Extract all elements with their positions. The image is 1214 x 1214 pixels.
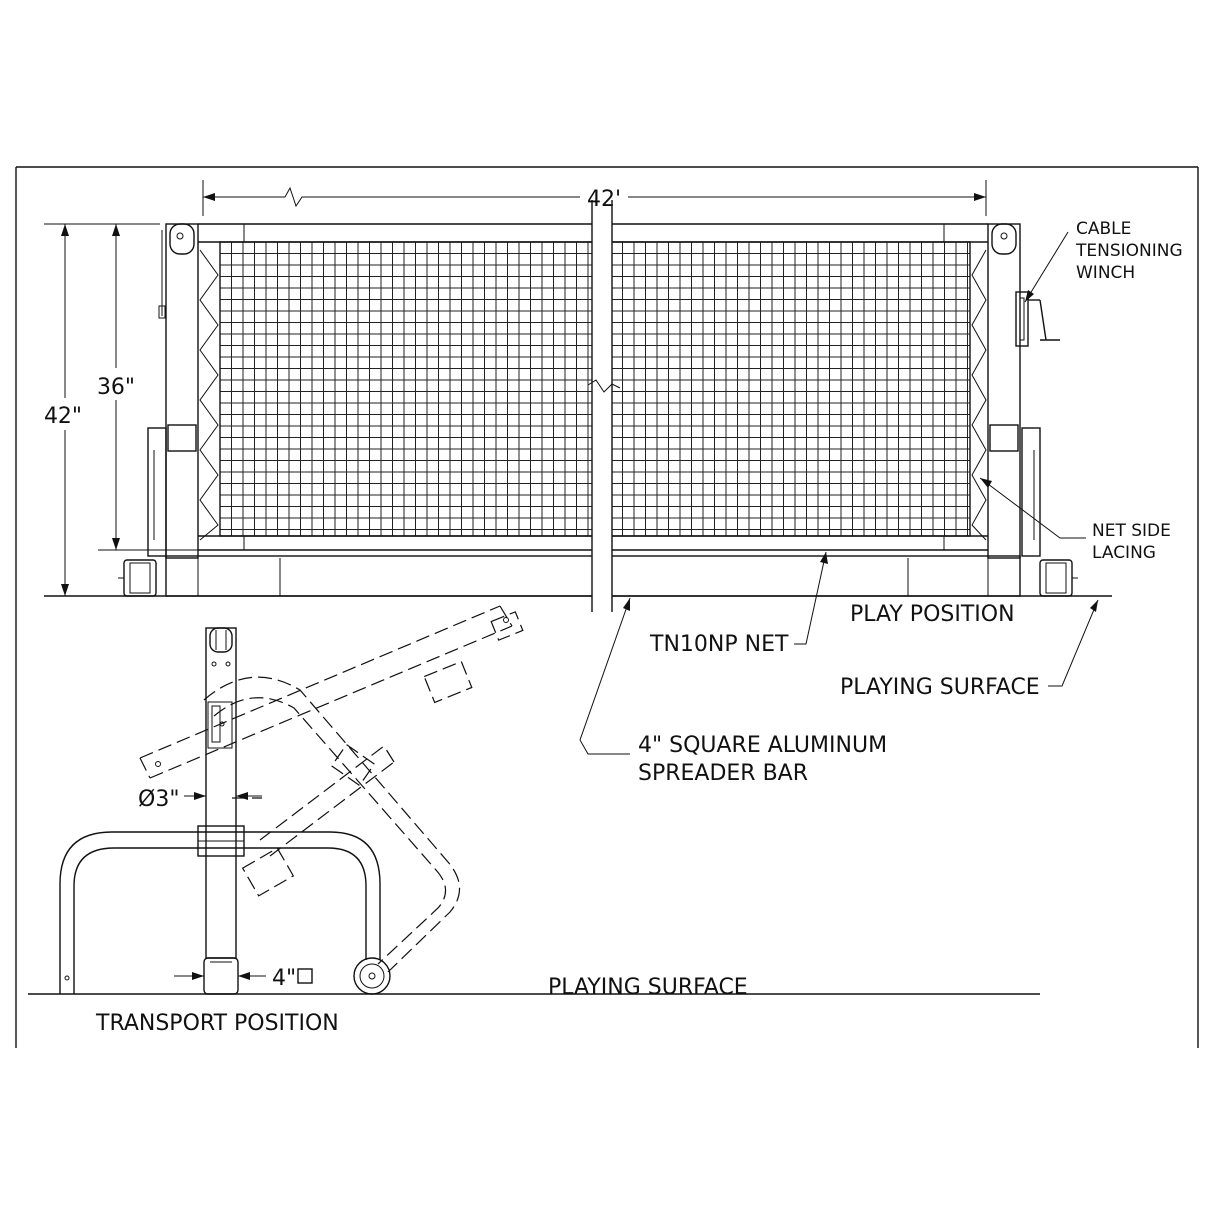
spreader-leader	[579, 597, 631, 755]
height-net-label: 36"	[97, 375, 135, 400]
winch-label-line1: CABLE	[1076, 219, 1131, 239]
net-model-label: TN10NP NET	[649, 632, 789, 657]
vertical-post	[205, 627, 237, 959]
spreader-label-line2: SPREADER BAR	[638, 761, 808, 786]
transport-position-view: Ø3" 4" PLAYING SURFACE	[28, 605, 1040, 1036]
height-net-dimension	[98, 224, 200, 551]
diameter-label: Ø3"	[138, 787, 179, 812]
center-break	[587, 188, 621, 612]
drawing-frame	[15, 166, 1199, 1048]
left-post	[118, 223, 199, 597]
winch-label-line2: TENSIONING	[1075, 241, 1183, 261]
winch-leader	[1024, 231, 1069, 303]
lacing-leader	[979, 477, 1086, 539]
height-total-label: 42"	[44, 404, 82, 429]
width-dimension-label: 42'	[587, 187, 621, 212]
right-post	[987, 223, 1078, 597]
transport-position-label: TRANSPORT POSITION	[95, 1011, 339, 1036]
net-side-lacing	[199, 249, 987, 541]
net-mesh	[219, 241, 970, 536]
lacing-label-line2: LACING	[1092, 543, 1156, 563]
width-dimension	[202, 180, 987, 216]
play-position-label: PLAY POSITION	[850, 602, 1015, 627]
rotated-post-dashed	[139, 605, 524, 779]
play-position-elevation: 42' 42" 36" CABLE TENSIONING WINCH NET S…	[44, 180, 1183, 786]
square-dimension	[174, 968, 313, 984]
lacing-label-line1: NET SIDE	[1092, 521, 1171, 541]
square-symbol-icon	[297, 968, 313, 984]
base-frame-solid	[59, 825, 381, 994]
playing-surface-top-leader	[1048, 599, 1099, 687]
net-model-leader	[794, 551, 827, 645]
playing-surface-bottom-label: PLAYING SURFACE	[548, 975, 748, 1000]
height-total-dimension	[44, 223, 160, 596]
diameter-dimension	[184, 792, 262, 800]
playing-surface-top-label: PLAYING SURFACE	[840, 675, 1040, 700]
square-size-label: 4"	[272, 966, 296, 991]
winch-label-line3: WINCH	[1076, 263, 1135, 283]
post-foot	[203, 957, 239, 995]
spreader-label-line1: 4" SQUARE ALUMINUM	[638, 733, 887, 758]
transport-wheel	[353, 957, 391, 995]
rotated-base-dashed	[203, 676, 461, 973]
cable-tensioning-winch	[1015, 291, 1060, 347]
